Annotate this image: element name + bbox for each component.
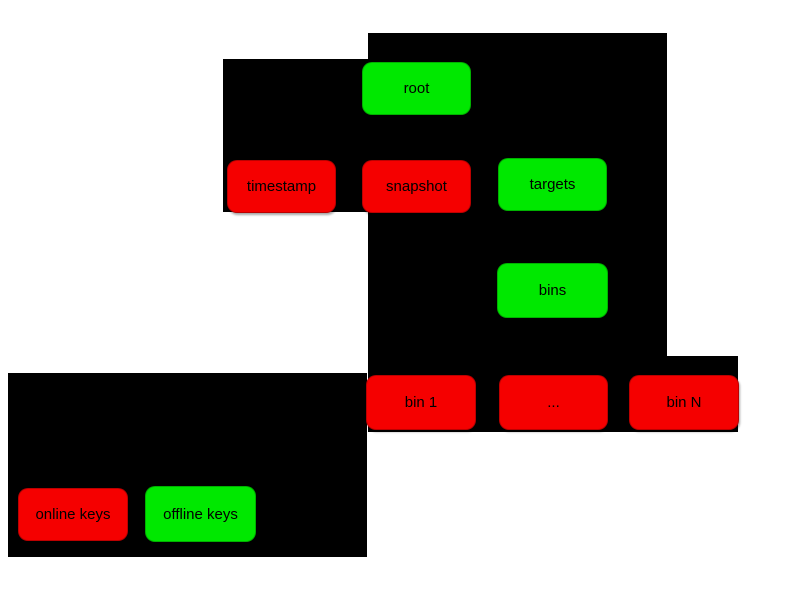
legend-offline-keys: offline keys — [145, 486, 256, 542]
node-bin-ellipsis: ... — [499, 375, 608, 430]
legend-online-keys: online keys — [18, 488, 128, 541]
node-targets: targets — [498, 158, 607, 211]
node-root: root — [362, 62, 471, 115]
node-snapshot: snapshot — [362, 160, 471, 213]
node-bin-n: bin N — [629, 375, 739, 430]
node-bin-1: bin 1 — [366, 375, 476, 430]
node-timestamp: timestamp — [227, 160, 336, 213]
node-bins: bins — [497, 263, 608, 318]
